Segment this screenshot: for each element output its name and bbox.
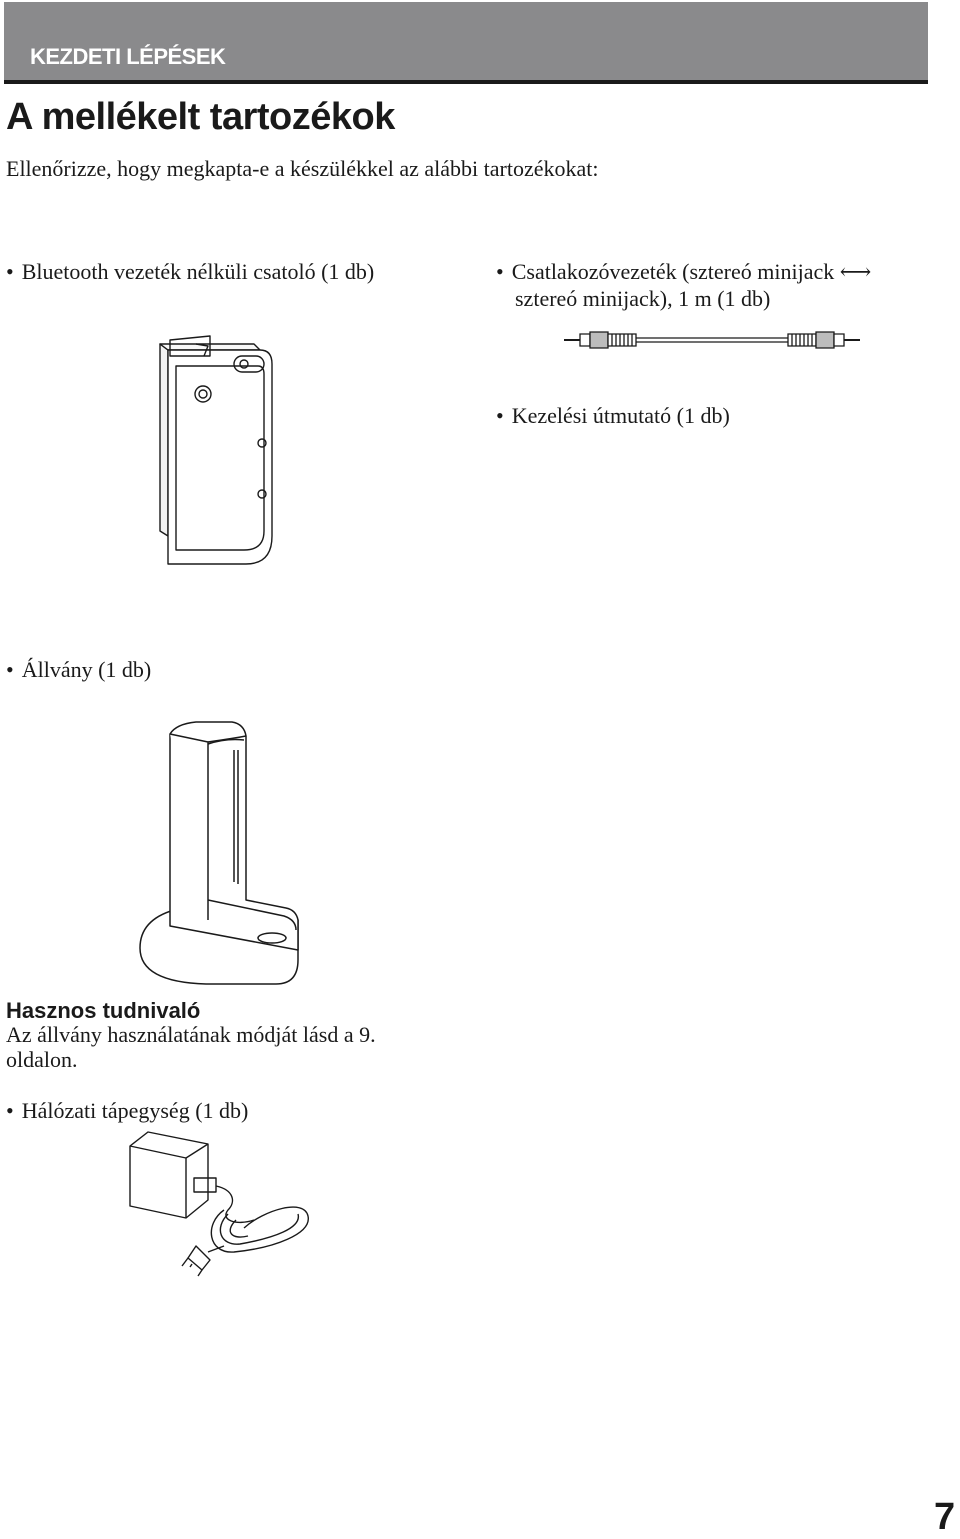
list-item-operating-instructions: • Kezelési útmutató (1 db) xyxy=(496,402,730,429)
item-label: Csatlakozóvezeték (sztereó minijack ⟷ xyxy=(511,259,872,284)
header-rule xyxy=(4,80,928,84)
ac-adapter-illustration xyxy=(124,1128,319,1273)
item-label: Kezelési útmutató (1 db) xyxy=(511,403,730,428)
bullet: • xyxy=(496,259,504,284)
tip-text: Az állvány használatának módját lásd a 9… xyxy=(6,1022,376,1072)
page-number: 7 xyxy=(934,1496,956,1538)
section-label: KEZDETI LÉPÉSEK xyxy=(30,44,226,69)
bluetooth-adapter-illustration xyxy=(150,326,290,571)
item-label: Állvány (1 db) xyxy=(21,657,152,682)
intro-text: Ellenőrizze, hogy megkapta-e a készülékk… xyxy=(6,156,599,181)
bullet: • xyxy=(496,403,504,428)
item-label: Hálózati tápegység (1 db) xyxy=(21,1098,249,1123)
section-header-bar xyxy=(4,2,928,82)
list-item-connecting-cord: • Csatlakozóvezeték (sztereó minijack ⟷ s… xyxy=(496,258,871,312)
bullet: • xyxy=(6,657,14,682)
page-title: A mellékelt tartozékok xyxy=(6,96,395,138)
item-label: Bluetooth vezeték nélküli csatoló (1 db) xyxy=(21,259,375,284)
connecting-cord-illustration xyxy=(562,328,862,352)
tip-heading: Hasznos tudnivaló xyxy=(6,998,201,1023)
item-label-line2: sztereó minijack), 1 m (1 db) xyxy=(515,286,771,311)
list-item-stand: • Állvány (1 db) xyxy=(6,656,151,683)
bullet: • xyxy=(6,259,14,284)
list-item-bluetooth-adapter: • Bluetooth vezeték nélküli csatoló (1 db… xyxy=(6,258,374,285)
stand-illustration xyxy=(136,720,306,990)
bullet: • xyxy=(6,1098,14,1123)
list-item-ac-adapter: • Hálózati tápegység (1 db) xyxy=(6,1097,248,1124)
